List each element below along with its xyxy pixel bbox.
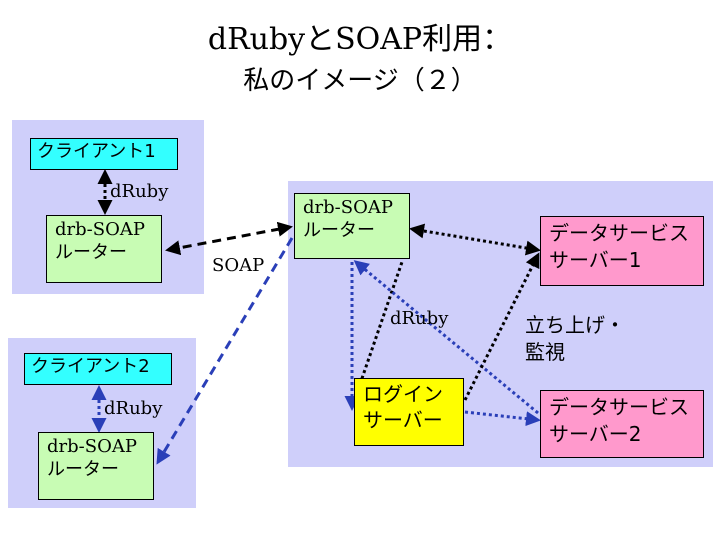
- soap-label: SOAP: [212, 255, 265, 276]
- startup-label: 立ち上げ・ 監視: [525, 312, 625, 366]
- login-line2: サーバー: [363, 408, 443, 432]
- soap-link-b: [156, 237, 294, 465]
- page-subtitle: 私のイメージ（２）: [243, 66, 477, 96]
- router-center-node: drb-SOAP ルーター: [294, 193, 410, 259]
- service1-line1: データサービス: [549, 221, 689, 245]
- druby-label-center: dRuby: [390, 308, 449, 329]
- client1-label: クライアント1: [37, 141, 156, 162]
- link-login-router-black: [356, 261, 404, 391]
- login-line1: ログイン: [363, 382, 443, 406]
- router-b-line2: ルーター: [47, 458, 119, 480]
- login-node: ログイン サーバー: [354, 378, 464, 446]
- client2-node: クライアント2: [24, 353, 172, 385]
- router-a-line2: ルーター: [55, 241, 127, 263]
- client2-label: クライアント2: [31, 356, 150, 377]
- druby-label-client2: dRuby: [104, 398, 163, 419]
- soap-link-a: [165, 221, 293, 256]
- service2-node: データサービス サーバー2: [540, 390, 704, 458]
- client1-node: クライアント1: [30, 138, 178, 170]
- router-a-node: drb-SOAP ルーター: [46, 215, 162, 283]
- router-b-node: drb-SOAP ルーター: [38, 432, 154, 500]
- router-b-line1: drb-SOAP: [47, 436, 137, 457]
- service2-line2: サーバー2: [549, 422, 642, 446]
- link-router-service1: [409, 223, 541, 256]
- druby-label-client1: dRuby: [110, 181, 169, 202]
- service2-line1: データサービス: [549, 395, 689, 419]
- page-title: dRubyとSOAP利用：: [207, 22, 513, 57]
- router-a-line1: drb-SOAP: [55, 219, 145, 240]
- service1-node: データサービス サーバー1: [540, 216, 704, 286]
- startup-line1: 立ち上げ・: [525, 313, 625, 337]
- service1-line2: サーバー1: [549, 248, 642, 272]
- router-center-line1: drb-SOAP: [303, 197, 393, 218]
- router-center-line2: ルーター: [303, 219, 375, 241]
- link-login-service2: [464, 410, 541, 427]
- startup-line2: 監視: [525, 340, 565, 364]
